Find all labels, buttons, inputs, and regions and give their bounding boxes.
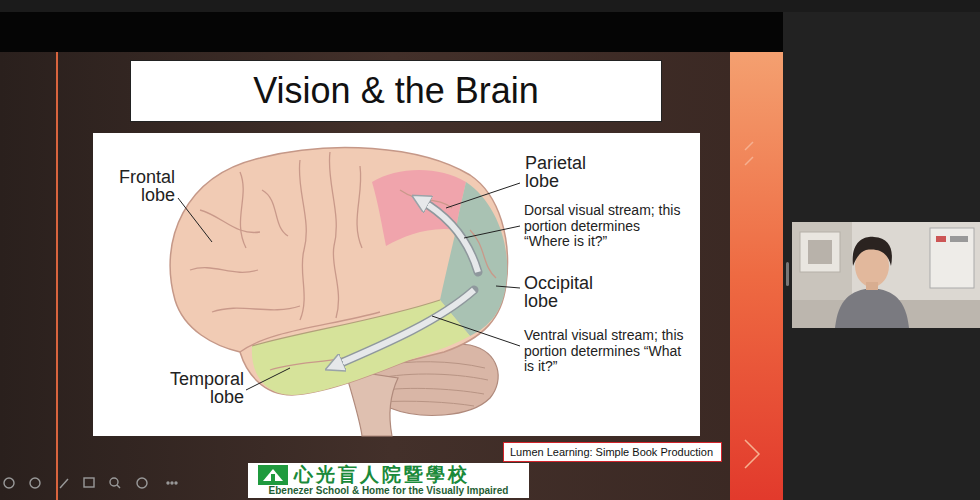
slide-ground — [0, 52, 783, 500]
lobe-label: Temporal lobe — [156, 370, 244, 406]
slide-decoration — [745, 142, 759, 468]
slide-accent-strip — [730, 52, 783, 500]
lobe-label: Occipital lobe — [524, 274, 614, 310]
credit-box: Lumen Learning: Simple Book Production — [503, 442, 722, 462]
stream-note: Dorsal visual stream; this portion deter… — [524, 203, 684, 250]
webcam-view — [792, 222, 980, 328]
window-bar — [0, 0, 980, 12]
school-logo: 心光盲人院暨學校Ebenezer School & Home for the V… — [248, 463, 529, 498]
side-panel — [783, 12, 980, 500]
leader-lines — [178, 183, 520, 390]
ventral-arrow — [334, 290, 474, 366]
panel-handle — [786, 262, 789, 286]
dorsal-arrow — [420, 200, 478, 272]
logo-mark — [258, 465, 288, 485]
top-bar — [0, 12, 783, 52]
school-name-chinese: 心光盲人院暨學校 — [294, 465, 470, 485]
image-panel — [93, 133, 700, 436]
school-name-english: Ebenezer School & Home for the Visually … — [252, 485, 525, 496]
toolbar-icons — [4, 478, 177, 488]
parietal-region — [372, 170, 466, 246]
lobe-label: Frontal lobe — [105, 168, 175, 204]
slide-title: Vision & the Brain — [253, 70, 539, 112]
credit-text: Lumen Learning: Simple Book Production — [510, 445, 715, 459]
lobe-label: Parietal lobe — [525, 154, 605, 190]
slide-accent-line — [56, 52, 58, 500]
title-box: Vision & the Brain — [130, 60, 662, 122]
cerebrum — [170, 148, 507, 395]
stream-note: Ventral visual stream; this portion dete… — [524, 328, 684, 375]
